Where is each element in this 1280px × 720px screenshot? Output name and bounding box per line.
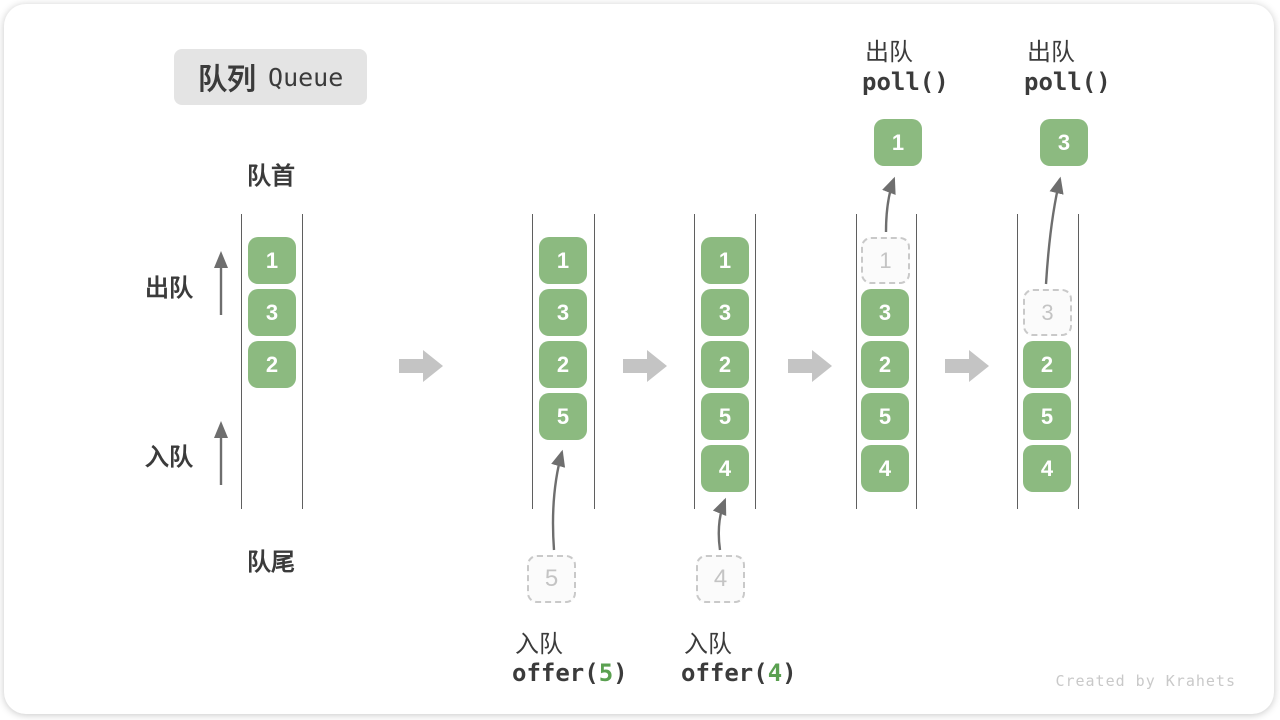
enqueue-up-arrow-icon — [214, 421, 228, 485]
enqueue-op-code: offer(5) — [512, 659, 628, 687]
title-chinese: 队列 — [198, 64, 257, 96]
incoming-item-ghost: 5 — [527, 555, 576, 603]
state-transition-arrow-icon — [623, 350, 667, 382]
state-transition-arrow-icon — [399, 350, 443, 382]
code-text: offer( — [512, 659, 599, 687]
dequeue-op-code: poll() — [1024, 68, 1111, 96]
incoming-item-ghost: 4 — [696, 555, 745, 603]
queue-state-5-rails — [1017, 214, 1079, 509]
watermark-credit: Created by Krahets — [1055, 672, 1236, 690]
code-arg: 4 — [767, 659, 783, 687]
queue-item: 2 — [539, 341, 587, 388]
queue-item: 1 — [539, 237, 587, 284]
enqueue-op-label: 入队 — [684, 631, 732, 658]
code-text: ) — [782, 659, 797, 687]
queue-item: 5 — [701, 393, 749, 440]
queue-item: 1 — [248, 237, 296, 284]
queue-item: 2 — [248, 341, 296, 388]
dequeue-op-label: 出队 — [865, 39, 913, 66]
code-text: offer( — [681, 659, 768, 687]
queue-item: 5 — [539, 393, 587, 440]
queue-state-4-rails — [856, 214, 917, 509]
code-arg: 5 — [598, 659, 614, 687]
queue-item: 3 — [861, 289, 909, 336]
dequeue-op-label: 出队 — [1027, 39, 1075, 66]
queue-item: 3 — [701, 289, 749, 336]
state-transition-arrow-icon — [945, 350, 989, 382]
queue-item: 5 — [1023, 393, 1071, 440]
queue-state-3-rails — [694, 214, 756, 509]
dequeue-op-code: poll() — [862, 68, 949, 96]
queue-state-1-rails — [241, 214, 303, 509]
title-english: Queue — [268, 62, 344, 92]
popped-item: 1 — [874, 119, 922, 166]
queue-item: 1 — [701, 237, 749, 284]
queue-item: 4 — [1023, 445, 1071, 492]
queue-front-label: 队首 — [247, 163, 295, 190]
enqueue-op-label: 入队 — [515, 631, 563, 658]
dequeue-direction-label: 出队 — [145, 275, 193, 302]
queue-item: 3 — [539, 289, 587, 336]
queue-item: 4 — [861, 445, 909, 492]
popped-item: 3 — [1040, 119, 1088, 166]
queue-item: 2 — [861, 341, 909, 388]
enqueue-op-code: offer(4) — [681, 659, 797, 687]
state-transition-arrow-icon — [788, 350, 832, 382]
queue-item: 2 — [701, 341, 749, 388]
queue-rear-label: 队尾 — [247, 549, 295, 576]
dequeue-up-arrow-icon — [214, 251, 228, 315]
diagram-canvas: 队列 Queue 队首 队尾 出队 入队 1 3 2 1 3 2 5 5 入队 … — [4, 4, 1274, 714]
queue-item: 5 — [861, 393, 909, 440]
queue-state-2-rails — [532, 214, 595, 509]
removed-item-ghost: 3 — [1023, 289, 1072, 336]
enqueue-direction-label: 入队 — [145, 444, 193, 471]
queue-item: 2 — [1023, 341, 1071, 388]
queue-item: 3 — [248, 289, 296, 336]
queue-item: 4 — [701, 445, 749, 492]
diagram-title: 队列 Queue — [174, 49, 368, 105]
removed-item-ghost: 1 — [861, 237, 910, 284]
code-text: ) — [613, 659, 628, 687]
